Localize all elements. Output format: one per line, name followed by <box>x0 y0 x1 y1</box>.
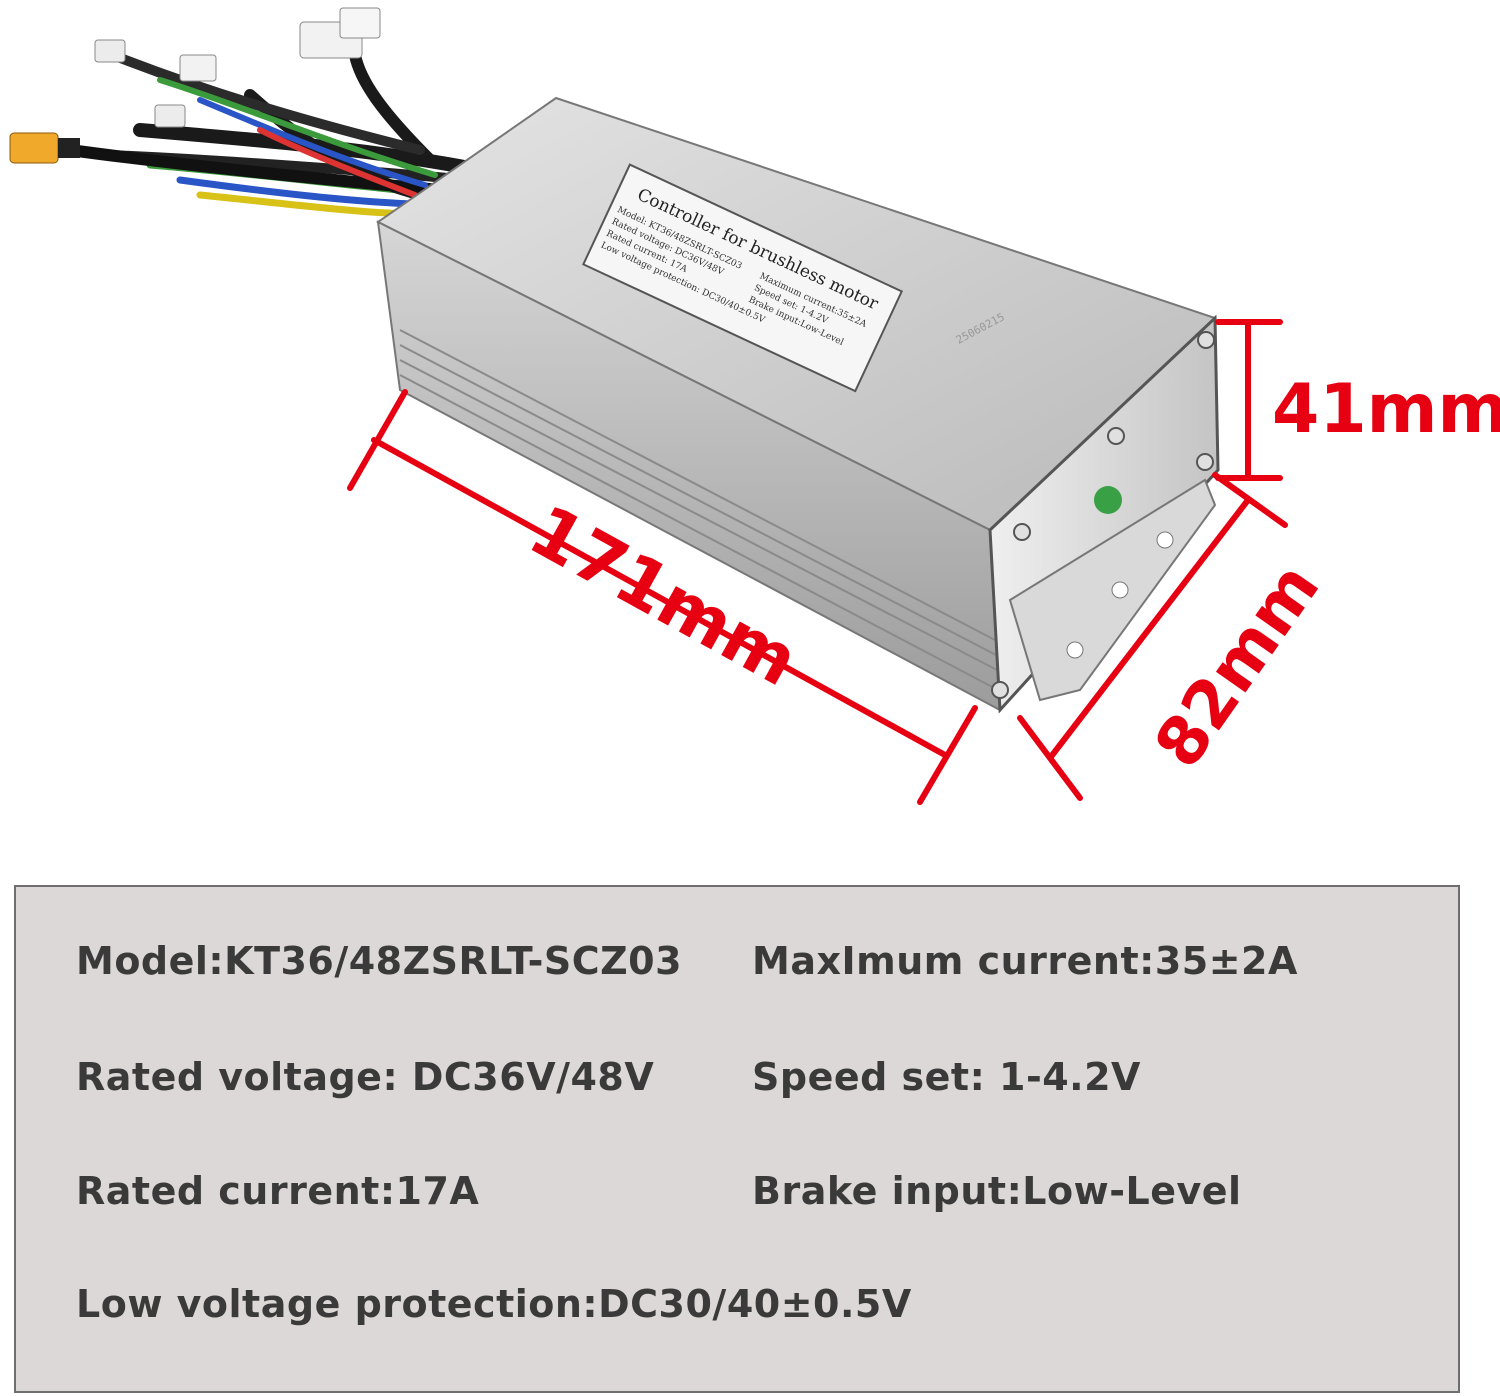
width-dimension <box>1017 472 1288 801</box>
spec-brake-input: Brake input:Low-Level <box>752 1169 1242 1213</box>
spec-model: Model:KT36/48ZSRLT-SCZ03 <box>76 939 683 983</box>
spec-panel: Model:KT36/48ZSRLT-SCZ03 MaxImum current… <box>14 885 1460 1393</box>
spec-rated-current: Rated current:17A <box>76 1169 480 1213</box>
qc-sticker <box>1094 486 1122 514</box>
spec-speed-set: Speed set: 1-4.2V <box>752 1055 1141 1099</box>
spec-rated-voltage: Rated voltage: DC36V/48V <box>76 1055 655 1099</box>
screws <box>991 331 1215 699</box>
width-label: 82mm <box>1140 549 1335 781</box>
length-dimension <box>347 389 978 805</box>
wire-harness <box>64 45 487 219</box>
product-illustration: Controller for brushless motor Model: KT… <box>9 7 1500 805</box>
height-label: 41mm <box>1272 370 1500 449</box>
spec-max-current: MaxImum current:35±2A <box>752 939 1298 983</box>
connectors <box>9 7 381 164</box>
height-dimension <box>1215 319 1283 481</box>
spec-low-voltage-protection: Low voltage protection:DC30/40±0.5V <box>76 1282 912 1326</box>
